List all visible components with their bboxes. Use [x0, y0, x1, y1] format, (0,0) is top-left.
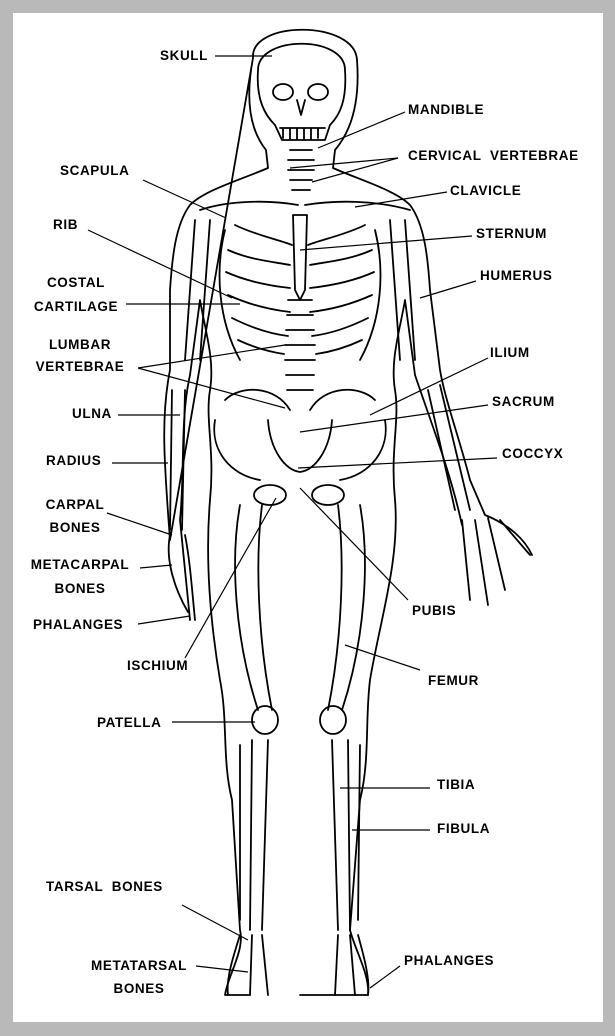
label-costal-cartilage-1: COSTAL	[22, 272, 130, 294]
label-metatarsal-bones-2: BONES	[76, 978, 202, 1000]
label-phalanges-hand: PHALANGES	[33, 614, 123, 636]
label-metacarpal-bones-1: METACARPAL	[20, 554, 140, 576]
label-humerus: HUMERUS	[480, 265, 552, 287]
label-tarsal-bones: TARSAL BONES	[46, 876, 163, 898]
label-scapula: SCAPULA	[60, 160, 129, 182]
label-sternum: STERNUM	[476, 223, 547, 245]
label-lumbar-vertebrae-1: LUMBAR	[30, 334, 130, 356]
label-pubis: PUBIS	[412, 600, 456, 622]
label-lumbar-vertebrae-2: VERTEBRAE	[30, 356, 130, 378]
label-ischium: ISCHIUM	[127, 655, 188, 677]
label-ilium: ILIUM	[490, 342, 530, 364]
label-sacrum: SACRUM	[492, 391, 555, 413]
label-tibia: TIBIA	[437, 774, 475, 796]
label-patella: PATELLA	[97, 712, 161, 734]
label-metatarsal-bones-1: METATARSAL	[76, 955, 202, 977]
label-mandible: MANDIBLE	[408, 99, 484, 121]
label-fibula: FIBULA	[437, 818, 490, 840]
label-femur: FEMUR	[428, 670, 479, 692]
label-metacarpal-bones-2: BONES	[20, 578, 140, 600]
label-coccyx: COCCYX	[502, 443, 563, 465]
label-ulna: ULNA	[72, 403, 112, 425]
label-radius: RADIUS	[46, 450, 101, 472]
label-carpal-bones-2: BONES	[30, 517, 120, 539]
label-clavicle: CLAVICLE	[450, 180, 521, 202]
label-cervical-vertebrae: CERVICAL VERTEBRAE	[408, 145, 579, 167]
label-carpal-bones-1: CARPAL	[30, 494, 120, 516]
label-costal-cartilage-2: CARTILAGE	[22, 296, 130, 318]
label-rib: RIB	[53, 214, 78, 236]
label-phalanges-foot: PHALANGES	[404, 950, 494, 972]
label-skull: SKULL	[160, 45, 208, 67]
